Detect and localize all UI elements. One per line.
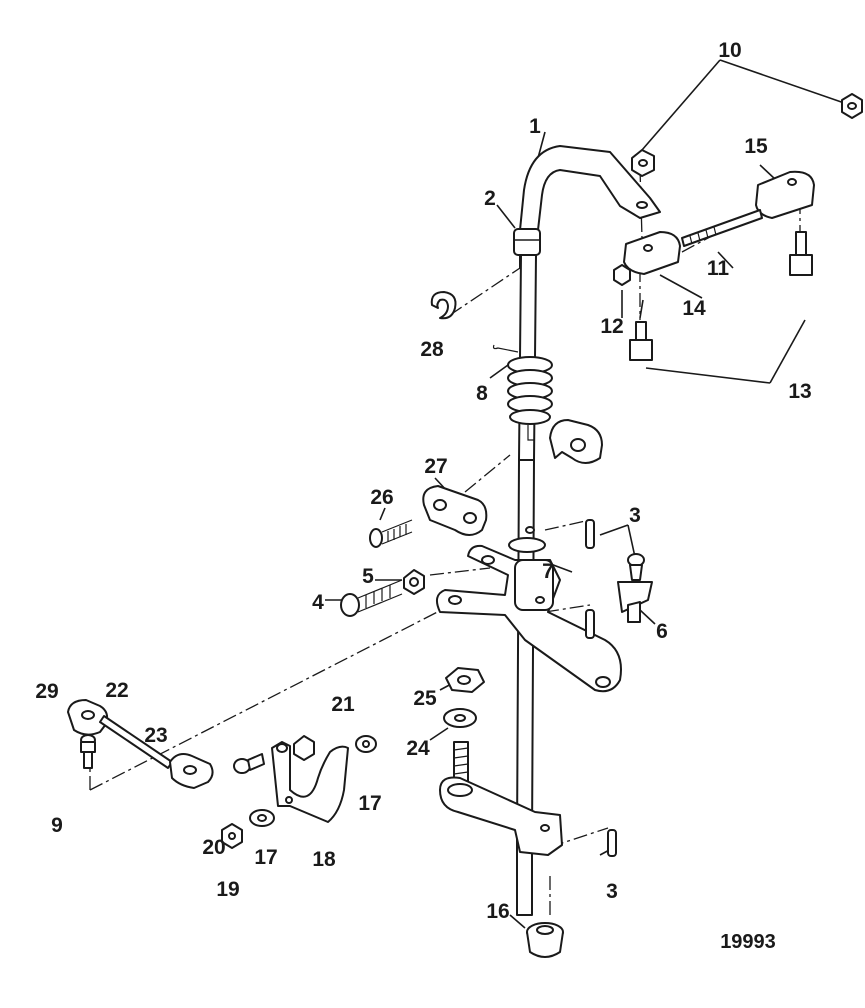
callout-10: 10 [718, 39, 741, 62]
callout-1: 1 [529, 115, 541, 138]
roll-pins [585, 519, 617, 857]
shaft-clamp-half [549, 419, 603, 464]
upper-right-hardware [613, 93, 863, 361]
callout-21: 21 [331, 693, 355, 716]
torsion-spring [492, 344, 553, 441]
callout-15: 15 [744, 135, 768, 158]
upper-lever-arm [435, 544, 622, 693]
callout-11: 11 [707, 257, 730, 280]
callout-28: 28 [420, 338, 444, 361]
shaft-bushing [526, 922, 564, 958]
callout-14: 14 [682, 297, 706, 320]
callout-4: 4 [312, 591, 324, 614]
locknut [445, 667, 485, 693]
callout-24: 24 [406, 737, 430, 760]
callout-3a: 3 [629, 504, 641, 527]
flat-washer [443, 708, 477, 728]
bracket-assembly [221, 735, 377, 849]
lower-lever-arm [439, 741, 563, 856]
callout-29: 29 [35, 680, 58, 703]
clamp-block [422, 485, 488, 536]
callout-23: 23 [144, 724, 167, 747]
ball-joint-stud [617, 553, 653, 623]
callout-5: 5 [362, 565, 374, 588]
callout-7: 7 [542, 560, 554, 583]
callout-25: 25 [413, 687, 437, 710]
callout-18: 18 [312, 848, 336, 871]
callout-19: 19 [216, 878, 239, 901]
callout-6: 6 [656, 620, 668, 643]
callout-labels: 1 2 3 3 4 5 6 7 8 9 10 11 12 13 14 15 16… [35, 39, 811, 923]
e-clip [430, 291, 457, 320]
callout-2: 2 [484, 187, 496, 210]
shaft-collar [508, 526, 546, 553]
callout-20: 20 [202, 836, 225, 859]
callout-17a: 17 [358, 792, 381, 815]
callout-27: 27 [424, 455, 447, 478]
jam-nut [403, 569, 425, 595]
link-rod-assembly [67, 699, 214, 789]
clamp-screw [369, 519, 413, 548]
callout-12: 12 [600, 315, 623, 338]
adjust-screw [340, 579, 403, 617]
callout-22: 22 [105, 679, 128, 702]
figure-number: 19993 [720, 931, 776, 953]
callout-26: 26 [370, 486, 393, 509]
callout-9: 9 [51, 814, 63, 837]
callout-3b: 3 [606, 880, 618, 903]
callout-17b: 17 [254, 846, 277, 869]
callout-13: 13 [788, 380, 811, 403]
callout-8: 8 [476, 382, 488, 405]
callout-16: 16 [486, 900, 509, 923]
